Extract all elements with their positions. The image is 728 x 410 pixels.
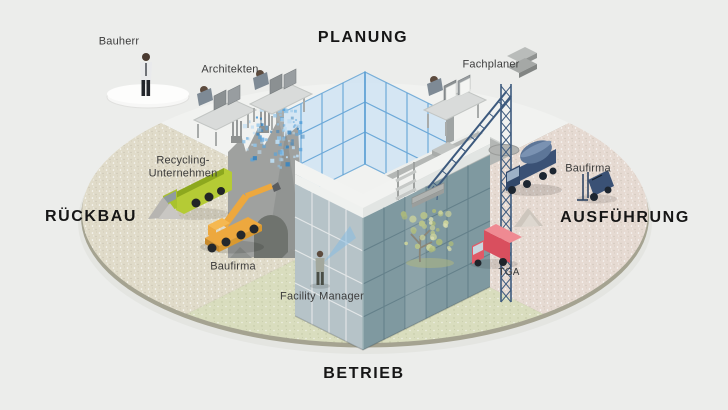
phase-title-ausfuehrung: AUSFÜHRUNG (560, 209, 690, 226)
tree-icon (400, 209, 454, 268)
sand-pile (514, 208, 543, 227)
phase-title-betrieb: BETRIEB (323, 365, 405, 382)
label-fachplaner: Fachplaner (462, 58, 520, 71)
rubble-pile (148, 197, 182, 219)
label-baufirma-ausfuehrung: Baufirma (565, 162, 611, 175)
fachplaner-workstation (423, 74, 487, 137)
label-recycling-unternehmen: Recycling- Unternehmen (149, 155, 218, 182)
label-architekten: Architekten (201, 63, 259, 76)
delivery-van-icon (470, 224, 522, 269)
phase-title-rueckbau: RÜCKBAU (44, 208, 138, 225)
glass-building (294, 130, 491, 351)
mixer-truck-icon (502, 140, 562, 196)
label-bauherr: Bauherr (98, 35, 140, 48)
label-recycling-line2: Unternehmen (148, 168, 218, 180)
forklift-icon (577, 170, 617, 204)
label-baufirma-rueckbau: Baufirma (210, 260, 256, 273)
facility-manager-figure (310, 226, 356, 289)
phase-title-planung: PLANUNG (317, 29, 409, 46)
excavator-icon (200, 182, 281, 254)
label-facility-manager: Facility Manager (280, 290, 364, 303)
bauherr-figure (106, 53, 190, 109)
label-tga: TGA (498, 266, 520, 278)
label-recycling-line1: Recycling- (156, 154, 210, 167)
